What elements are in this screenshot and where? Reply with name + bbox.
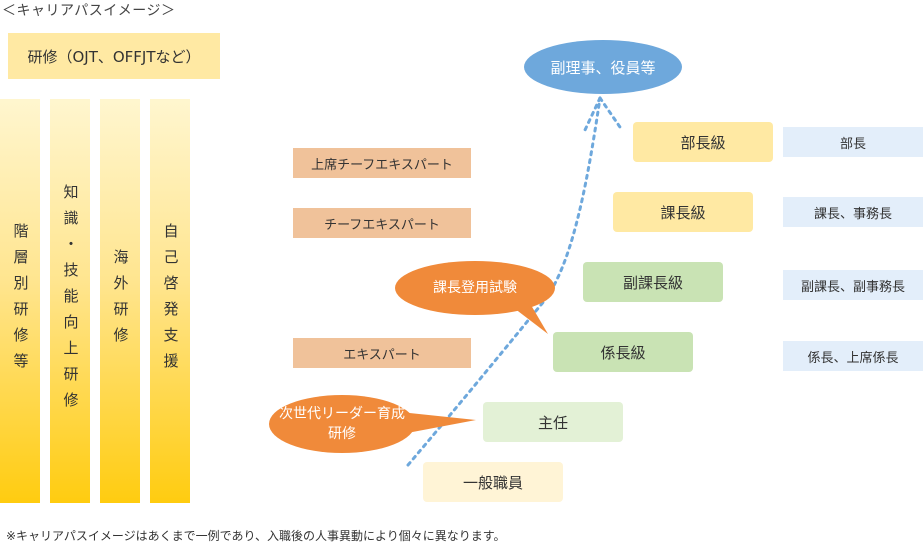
position-section-chief: 課長、事務長 (783, 197, 923, 227)
footnote: ※キャリアパスイメージはあくまで一例であり、入職後の人事異動により個々に異なりま… (6, 529, 506, 543)
career-path-branch-right (598, 96, 624, 132)
level-subsection-chief: 係長級 (553, 332, 693, 372)
training-column-skills: 知識・技能向上研修 (50, 99, 90, 503)
next-leader-callout (269, 395, 476, 453)
position-subsection-chief: 係長、上席係長 (783, 341, 923, 371)
training-column-label: 知識・技能向上研修 (61, 184, 80, 418)
manager-exam-callout (395, 261, 555, 334)
training-column-label: 海外研修 (111, 249, 130, 353)
training-column-tiered: 階層別研修等 (0, 99, 40, 503)
level-deputy-chief: 副課長級 (583, 262, 723, 302)
training-column-label: 自己啓発支援 (161, 223, 180, 379)
exec-ellipse: 副理事、役員等 (524, 40, 682, 94)
expert-track-chief: チーフエキスパート (293, 208, 471, 238)
training-column-label: 階層別研修等 (11, 223, 30, 379)
expert-track-senior-chief: 上席チーフエキスパート (293, 148, 471, 178)
page-title: ＜キャリアパスイメージ＞ (2, 3, 176, 19)
career-path-branch-left (583, 96, 602, 132)
position-director: 部長 (783, 127, 923, 157)
training-header: 研修（OJT、OFFJTなど） (8, 33, 220, 79)
expert-track-expert: エキスパート (293, 338, 471, 368)
level-director: 部長級 (633, 122, 773, 162)
manager-exam-callout-text: 課長登用試験 (433, 280, 517, 296)
training-column-overseas: 海外研修 (100, 99, 140, 503)
level-senior-staff: 主任 (483, 402, 623, 442)
training-column-self-development: 自己啓発支援 (150, 99, 190, 503)
position-deputy-chief: 副課長、副事務長 (783, 270, 923, 300)
next-leader-callout-text: 次世代リーダー育成研修 (279, 406, 405, 442)
level-general-staff: 一般職員 (423, 462, 563, 502)
level-section-chief: 課長級 (613, 192, 753, 232)
